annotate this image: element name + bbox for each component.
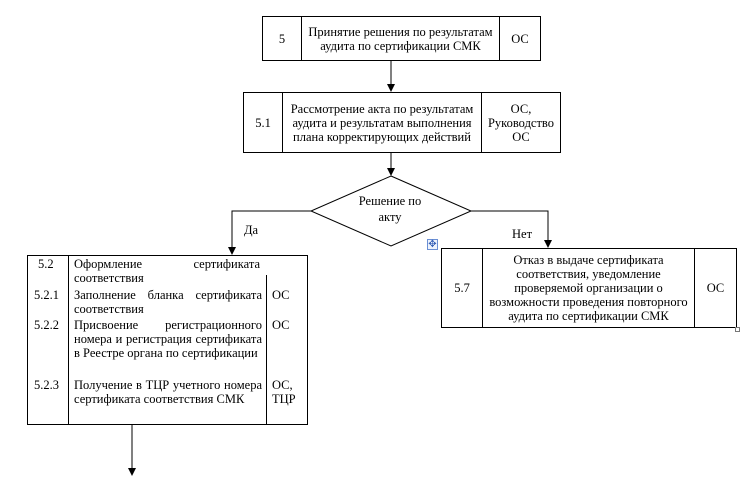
step-5-7-responsible: ОС: [706, 281, 725, 295]
step-5-responsible: ОС: [511, 31, 529, 46]
step-5-2-text: Оформление сертификата соответствия: [74, 257, 260, 285]
step-5-1-responsible: ОС, Руководство ОС: [487, 101, 555, 144]
step-5-2-2-text: Присвоение регистрационного номера и рег…: [74, 318, 262, 360]
step-5-2-3-number: 5.2.3: [34, 378, 59, 392]
step-5-2-2-number: 5.2.2: [34, 318, 59, 332]
step-5-2-1-responsible: ОС: [272, 288, 290, 302]
arrow-no-to-5-7: [471, 210, 552, 248]
step-5-2-3-text: Получение в ТЦР учетного номера сертифик…: [74, 378, 262, 406]
step-5-2-3-responsible: ОС, ТЦР: [272, 378, 296, 406]
step-5-2-number: 5.2: [38, 257, 54, 271]
decision-diamond: [309, 175, 473, 247]
step-5-text: Принятие решения по результатам аудита п…: [308, 24, 493, 53]
step-5-7-number: 5.7: [454, 281, 470, 295]
no-label: Нет: [512, 227, 533, 241]
move-handle-icon[interactable]: ✥: [427, 239, 438, 250]
step-5-1-box: 5.1 Рассмотрение акта по результатам ауд…: [243, 92, 561, 153]
step-5-2-1-number: 5.2.1: [34, 288, 59, 302]
step-5-2-1-text: Заполнение бланка сертификата соответств…: [74, 288, 262, 316]
decision-text: Решение по акту: [358, 194, 422, 224]
step-5-1-number: 5.1: [255, 115, 271, 130]
arrow-yes-to-5-2: [228, 210, 311, 255]
yes-label: Да: [244, 223, 259, 237]
step-5-7-box: 5.7 Отказ в выдаче сертификата соответст…: [441, 248, 737, 328]
step-5-box: 5 Принятие решения по результатам аудита…: [262, 16, 541, 61]
step-5-2-box: 5.2 Оформление сертификата соответствия …: [27, 255, 308, 425]
step-5-7-text: Отказ в выдаче сертификата соответствия,…: [489, 253, 688, 323]
step-5-1-text: Рассмотрение акта по результатам аудита …: [290, 101, 474, 144]
step-5-2-2-responsible: ОС: [272, 318, 290, 332]
step-5-number: 5: [278, 31, 286, 46]
resize-handle[interactable]: [735, 327, 740, 332]
